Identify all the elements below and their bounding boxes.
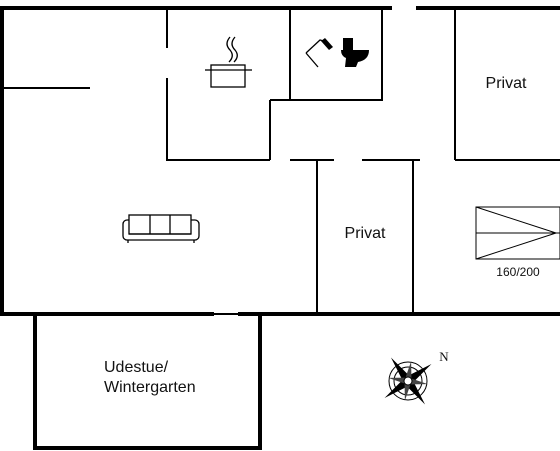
room-label-private-1: Privat [486,75,527,92]
bed-size-label: 160/200 [496,265,540,279]
cooking-pot-icon [205,36,252,88]
compass-rose-icon [384,357,432,405]
room-label-conservatory-line-2: Wintergarten [104,379,196,396]
room-label-conservatory-line-1: Udestue/ [104,359,169,376]
compass-north-label: N [439,349,449,364]
shower-toilet-icon [305,38,369,68]
room-label-private-2: Privat [345,225,386,242]
outer-walls [0,6,560,450]
double-bed-icon [475,206,560,260]
sofa-icon [122,214,200,243]
interior-walls [2,8,560,315]
